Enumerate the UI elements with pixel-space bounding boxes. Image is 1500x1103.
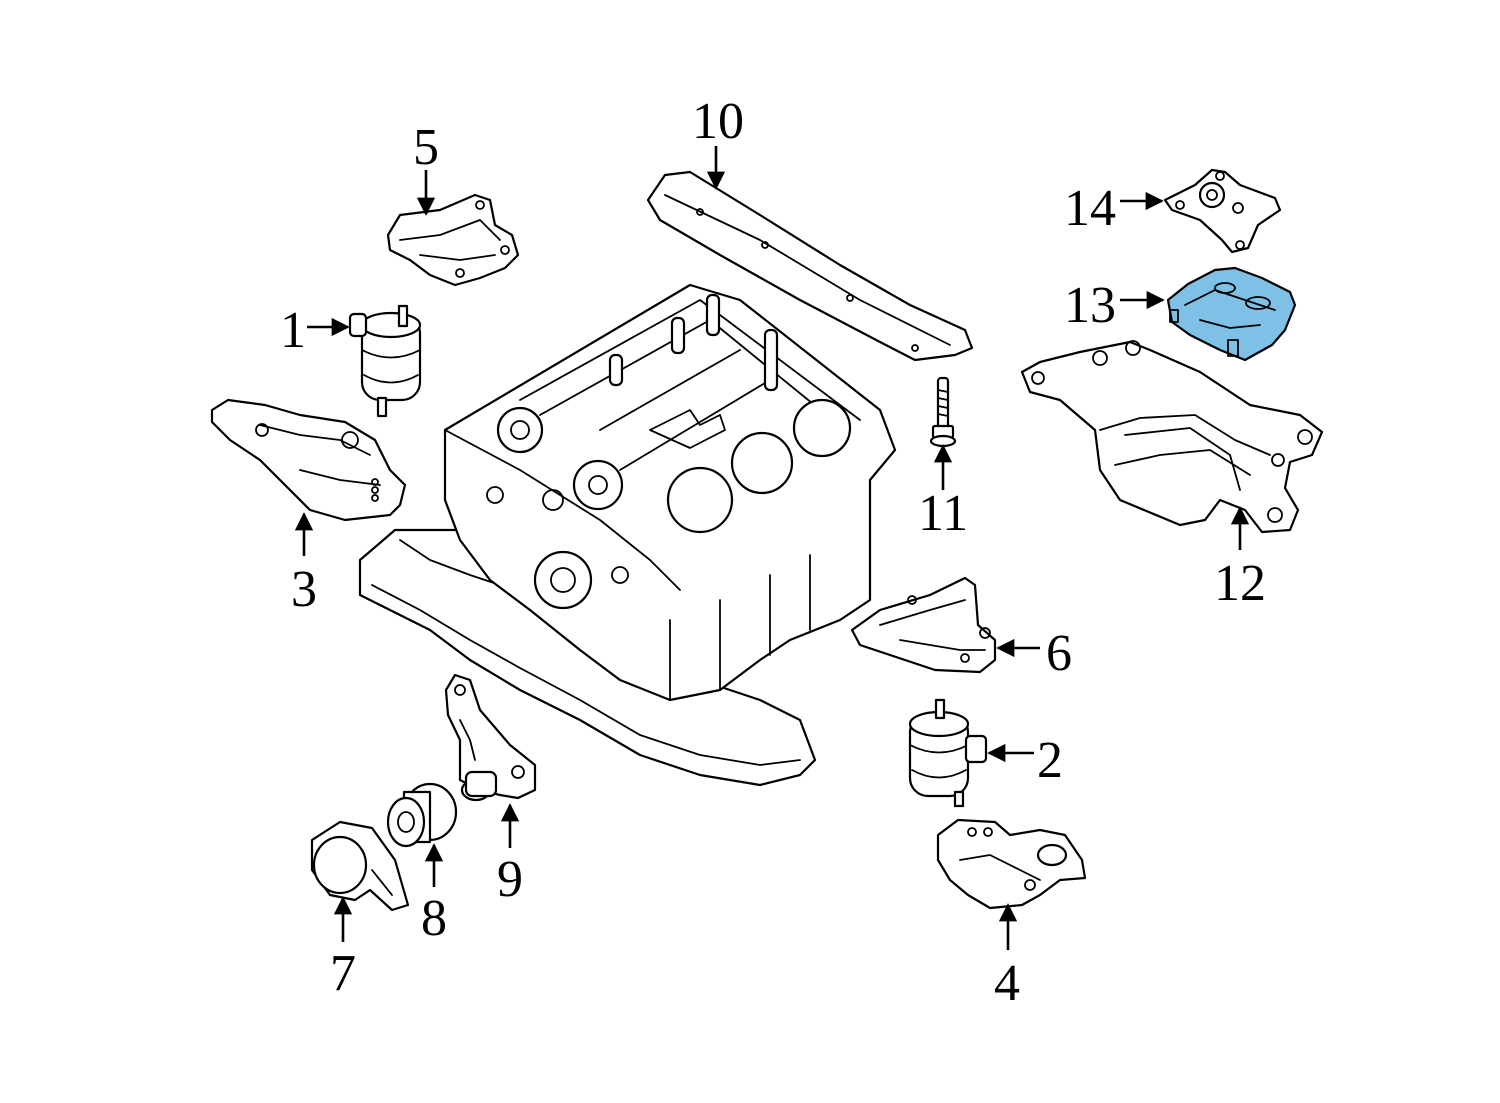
part-9-bracket[interactable] xyxy=(444,673,537,802)
part-5-bracket[interactable] xyxy=(386,193,520,287)
callout-3[interactable]: 3 xyxy=(291,561,317,618)
callout-14[interactable]: 14 xyxy=(1064,180,1116,237)
callout-12[interactable]: 12 xyxy=(1214,555,1266,612)
part-14-bracket[interactable] xyxy=(1163,168,1282,254)
callout-2[interactable]: 2 xyxy=(1037,732,1063,789)
part-4-bracket[interactable] xyxy=(936,818,1087,910)
callout-11[interactable]: 11 xyxy=(918,485,968,542)
callout-4[interactable]: 4 xyxy=(994,955,1020,1012)
callout-labels: 1 2 3 4 5 6 7 8 9 10 11 12 13 14 xyxy=(280,93,1266,1012)
callout-5[interactable]: 5 xyxy=(413,119,439,176)
callout-9[interactable]: 9 xyxy=(497,851,523,908)
part-2-engine-mount[interactable] xyxy=(908,698,988,808)
part-7-mount[interactable] xyxy=(310,820,410,912)
part-8-bushing[interactable] xyxy=(386,782,458,848)
callout-8[interactable]: 8 xyxy=(421,890,447,947)
part-1-engine-mount[interactable] xyxy=(348,304,422,418)
callout-1[interactable]: 1 xyxy=(280,302,306,359)
callout-10[interactable]: 10 xyxy=(692,93,744,150)
callout-7[interactable]: 7 xyxy=(330,945,356,1002)
engine-block xyxy=(358,283,897,787)
part-13-transmission-mount[interactable] xyxy=(1166,266,1297,362)
callout-6[interactable]: 6 xyxy=(1046,625,1072,682)
part-12-crossmember[interactable] xyxy=(1020,340,1324,534)
part-11-bolt[interactable] xyxy=(929,376,957,448)
part-3-bracket[interactable] xyxy=(210,398,407,522)
callout-13[interactable]: 13 xyxy=(1064,277,1116,334)
part-6-bracket[interactable] xyxy=(850,576,997,674)
callout-arrows xyxy=(294,146,1250,950)
